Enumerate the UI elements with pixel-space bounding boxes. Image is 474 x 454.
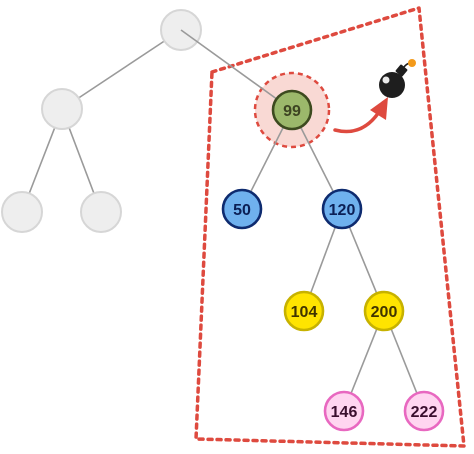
tree-node-50: 50 xyxy=(221,188,263,230)
faded-tree-node xyxy=(1,191,43,233)
tree-node-146: 146 xyxy=(323,390,365,432)
node-value: 222 xyxy=(411,404,438,421)
node-circle xyxy=(221,188,263,230)
bomb-icon xyxy=(379,59,416,98)
faded-tree xyxy=(1,9,202,233)
node-circle xyxy=(321,188,363,230)
node-value: 99 xyxy=(283,103,301,120)
faded-tree-node xyxy=(41,88,83,130)
tree-node-99: 99 xyxy=(271,89,313,131)
node-circle xyxy=(271,89,313,131)
node-circle xyxy=(323,390,365,432)
subtree-selection-boundary xyxy=(194,6,466,448)
tree-edge xyxy=(61,29,182,110)
node-circle xyxy=(283,290,325,332)
curved-arrow-icon xyxy=(333,97,388,134)
tree-node-200: 200 xyxy=(363,290,405,332)
tree-nodes: 99 50 120 104 200 146 222 xyxy=(221,89,445,432)
node-value: 146 xyxy=(331,404,358,421)
node-value: 120 xyxy=(329,202,356,219)
tree-node-104: 104 xyxy=(283,290,325,332)
tree-node-120: 120 xyxy=(321,188,363,230)
tree-node-222: 222 xyxy=(403,390,445,432)
faded-tree-node xyxy=(80,191,122,233)
node-value: 200 xyxy=(371,304,398,321)
node-circle xyxy=(403,390,445,432)
tree-edge xyxy=(180,29,293,111)
node-circle xyxy=(363,290,405,332)
node-value: 50 xyxy=(233,202,251,219)
node-value: 104 xyxy=(291,304,318,321)
